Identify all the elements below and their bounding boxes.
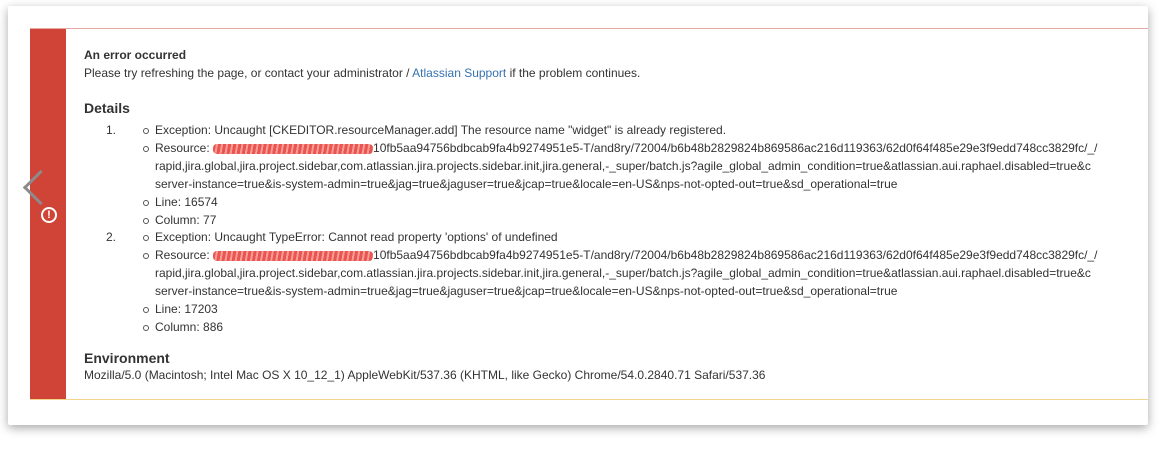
error-message-panel: ! An error occurred Please try refreshin… <box>22 28 1148 400</box>
error-icon: ! <box>41 207 57 223</box>
atlassian-support-link[interactable]: Atlassian Support <box>412 66 507 80</box>
redacted-url <box>213 143 374 154</box>
error-message: Please try refreshing the page, or conta… <box>84 64 640 82</box>
item-number: 2. <box>106 230 117 244</box>
resource-continuation: rapid,jira.global,jira.project.sidebar,c… <box>155 266 1091 280</box>
exception-text: Exception: Uncaught TypeError: Cannot re… <box>143 230 558 244</box>
resource-continuation: rapid,jira.global,jira.project.sidebar,c… <box>155 159 1091 173</box>
exception-text: Exception: Uncaught [CKEDITOR.resourceMa… <box>142 123 727 137</box>
line-number: Line: 17203 <box>143 302 218 316</box>
line-number: Line: 16574 <box>143 195 218 209</box>
column-number: Column: 77 <box>142 213 217 227</box>
resource-continuation: server-instance=true&is-system-admin=tru… <box>155 284 898 298</box>
error-title: An error occurred <box>84 48 187 62</box>
resource-label: Resource: <box>155 141 214 155</box>
resource-continuation: server-instance=true&is-system-admin=tru… <box>155 177 898 191</box>
resource-url: 10fb5aa94756bdbcab9fa4b9274951e5-T/and8r… <box>373 248 1098 262</box>
column-number: Column: 886 <box>142 320 224 334</box>
message-text: Please try refreshing the page, or conta… <box>84 66 413 80</box>
redacted-url <box>213 250 374 261</box>
resource-label: Resource: <box>155 248 214 262</box>
resource-line: Resource: 10fb5aa94756bdbcab9fa4b9274951… <box>142 246 1098 264</box>
screenshot-frame: ! An error occurred Please try refreshin… <box>8 6 1148 425</box>
details-heading: Details <box>84 100 130 116</box>
environment-heading: Environment <box>84 350 170 366</box>
error-sidebar: ! <box>30 29 66 399</box>
message-text-end: if the problem continues. <box>506 66 641 80</box>
item-number: 1. <box>106 123 117 137</box>
resource-line: Resource: 10fb5aa94756bdbcab9fa4b9274951… <box>142 139 1098 157</box>
resource-url: 10fb5aa94756bdbcab9fa4b9274951e5-T/and8r… <box>373 141 1098 155</box>
user-agent: Mozilla/5.0 (Macintosh; Intel Mac OS X 1… <box>84 368 766 382</box>
